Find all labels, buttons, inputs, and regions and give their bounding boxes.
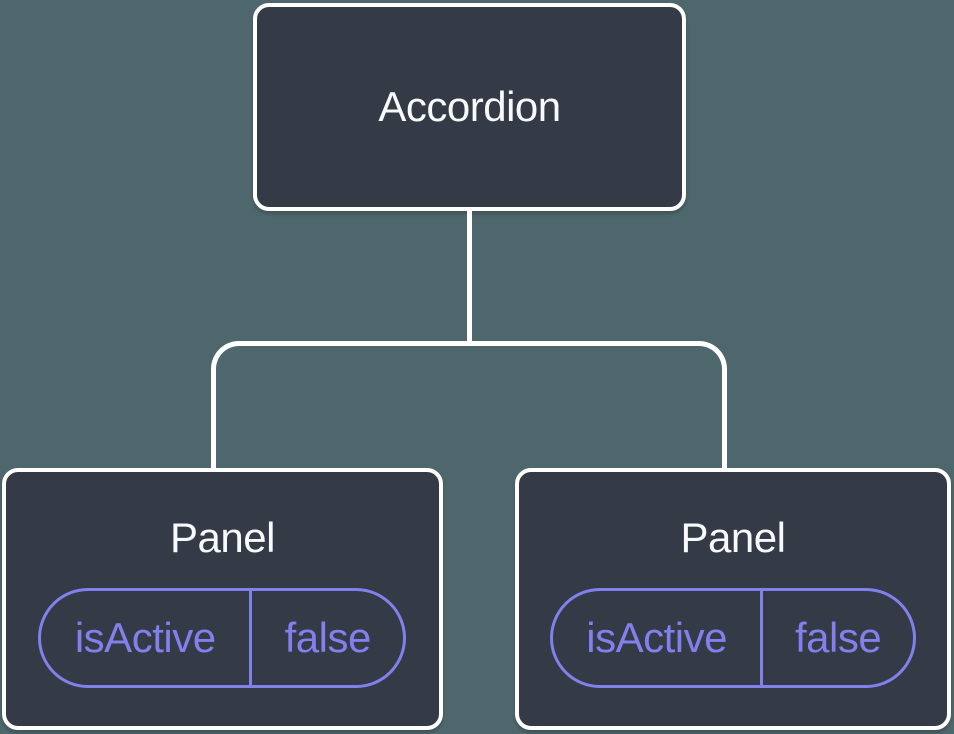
prop-value-cell: false	[284, 614, 372, 661]
state-prop-pill-left: isActive false	[38, 588, 406, 688]
accordion-node-label: Accordion	[378, 83, 561, 130]
connector-bracket	[211, 341, 727, 469]
panel-node-left: Panel isActive false	[2, 468, 443, 730]
prop-name-cell: isActive	[41, 591, 253, 685]
connector-stem	[467, 209, 472, 345]
accordion-node: Accordion	[253, 3, 686, 211]
prop-value-cell: false	[795, 614, 882, 661]
panel-node-right-label: Panel	[680, 514, 786, 561]
panel-node-left-label: Panel	[170, 514, 275, 561]
panel-node-right: Panel isActive false	[515, 468, 951, 730]
state-prop-pill-right: isActive false	[550, 588, 916, 688]
prop-name-cell: isActive	[553, 591, 764, 685]
